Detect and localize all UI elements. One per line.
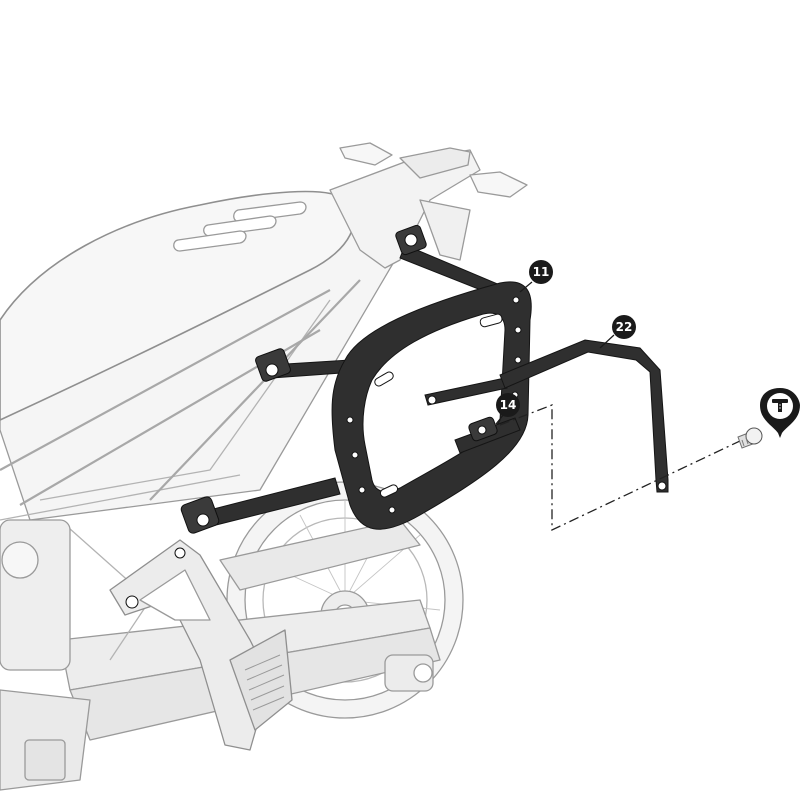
callout-22: 22 xyxy=(599,315,636,349)
turn-signal-left xyxy=(339,142,393,166)
turn-signal-right xyxy=(469,171,528,198)
callout-11: 11 xyxy=(519,260,553,293)
passenger-peg-hanger xyxy=(109,539,293,751)
screw-part xyxy=(737,427,763,449)
bolt-front-upper xyxy=(255,348,291,382)
axle-bolt xyxy=(384,654,434,692)
callout-11-label: 11 xyxy=(533,265,550,279)
pannier-frame xyxy=(189,244,669,531)
inner-bar xyxy=(424,377,508,406)
bolt-inner xyxy=(427,395,498,442)
motorcycle xyxy=(0,142,528,791)
screw-torque-icon xyxy=(760,388,800,438)
bolt-tail xyxy=(395,224,427,256)
engine-area xyxy=(0,519,91,791)
callout-14: 14 xyxy=(495,393,520,425)
callout-22-label: 22 xyxy=(616,320,633,334)
assembly-guide-lines xyxy=(499,404,743,532)
rear-bow xyxy=(499,339,669,493)
bolt-front-lower xyxy=(180,496,220,534)
bolt-hanger xyxy=(125,547,186,609)
mount-bolts xyxy=(125,224,667,609)
chain-guard xyxy=(219,519,421,591)
bolt-bow-end xyxy=(657,481,667,491)
seat-vents xyxy=(173,201,307,252)
callout-14-label: 14 xyxy=(500,398,517,412)
